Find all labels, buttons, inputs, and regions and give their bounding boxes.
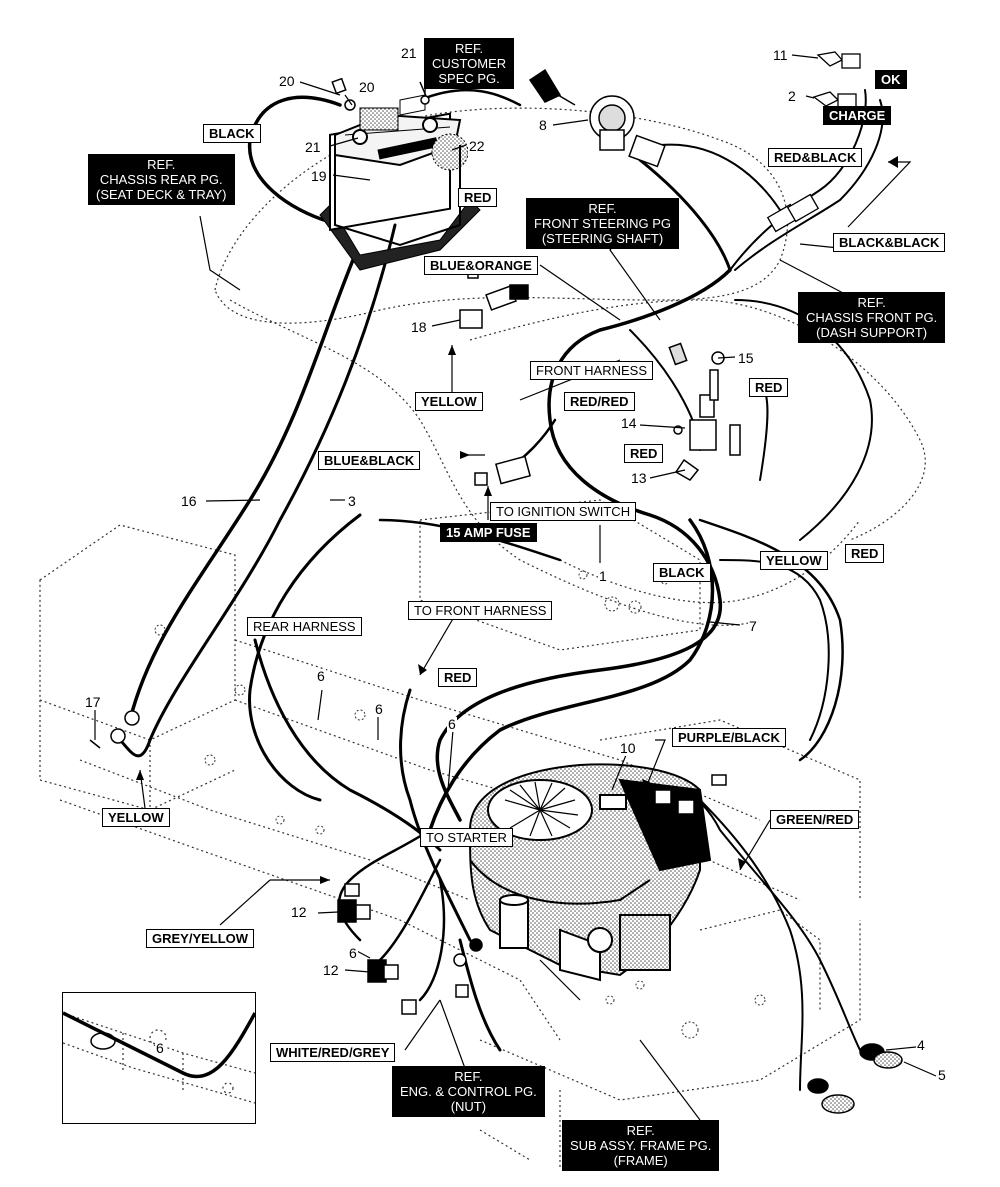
ref-front-steering-line2: FRONT STEERING PG xyxy=(534,216,671,231)
ref-customer-spec-line2: CUSTOMER xyxy=(432,56,507,71)
callout-20a: 20 xyxy=(278,73,296,89)
label-to-ignition: TO IGNITION SWITCH xyxy=(490,502,637,521)
callout-15: 15 xyxy=(737,350,755,366)
label-charge: CHARGE xyxy=(823,106,892,125)
label-ok: OK xyxy=(875,70,907,89)
ref-eng-control-line2: ENG. & CONTROL PG. xyxy=(400,1084,537,1099)
label-red-battery: RED xyxy=(458,188,498,207)
leader-lines xyxy=(94,54,937,1121)
callout-7: 7 xyxy=(748,618,758,634)
inset-drawing xyxy=(63,1011,255,1104)
callout-8: 8 xyxy=(538,117,548,133)
callout-21a: 21 xyxy=(400,45,418,61)
lamp-connectors xyxy=(766,51,861,233)
callout-12a: 12 xyxy=(290,904,308,920)
label-yellow-mid: YELLOW xyxy=(415,392,483,411)
seat-switch xyxy=(459,267,529,329)
ref-sub-assy-line1: REF. xyxy=(626,1123,655,1138)
ref-chassis-rear-line2: CHASSIS REAR PG. xyxy=(99,172,223,187)
ref-chassis-front: REF. CHASSIS FRONT PG. (DASH SUPPORT) xyxy=(798,292,946,343)
label-yellow-right: YELLOW xyxy=(760,551,828,570)
label-to-front-harness: TO FRONT HARNESS xyxy=(408,601,553,620)
label-red-lower: RED xyxy=(438,668,478,687)
callout-16: 16 xyxy=(180,493,198,509)
callout-1: 1 xyxy=(598,568,608,584)
callout-12b: 12 xyxy=(322,962,340,978)
frame-holes xyxy=(154,570,766,1039)
label-red-right: RED xyxy=(845,544,885,563)
battery xyxy=(319,94,481,271)
wires xyxy=(118,88,884,1091)
label-white-red-grey: WHITE/RED/GREY xyxy=(270,1043,396,1062)
callout-10: 10 xyxy=(619,740,637,756)
label-green-red: GREEN/RED xyxy=(770,810,860,829)
callout-20b: 20 xyxy=(358,79,376,95)
ref-front-steering-line3: (STEERING SHAFT) xyxy=(541,231,664,246)
callout-22: 22 xyxy=(468,138,486,154)
ref-sub-assy: REF. SUB ASSY. FRAME PG. (FRAME) xyxy=(562,1120,720,1171)
interlock-switches xyxy=(807,1043,903,1114)
battery-bolts xyxy=(331,77,430,111)
inset-detail: 6 xyxy=(62,992,256,1124)
label-red-red: RED/RED xyxy=(564,392,635,411)
ref-chassis-rear-line1: REF. xyxy=(147,157,176,172)
label-red-15: RED xyxy=(749,378,789,397)
label-front-harness: FRONT HARNESS xyxy=(530,361,653,380)
label-black-battery: BLACK xyxy=(203,124,261,143)
label-black-black: BLACK&BLACK xyxy=(833,233,946,252)
left-plugs xyxy=(337,883,483,1015)
ref-sub-assy-line2: SUB ASSY. FRAME PG. xyxy=(570,1138,712,1153)
ref-sub-assy-line3: (FRAME) xyxy=(613,1153,668,1168)
ref-customer-spec: REF. CUSTOMER SPEC PG. xyxy=(424,38,515,89)
ref-chassis-rear: REF. CHASSIS REAR PG. (SEAT DECK & TRAY) xyxy=(88,154,235,205)
ref-customer-spec-line1: REF. xyxy=(454,41,484,56)
ref-eng-control: REF. ENG. & CONTROL PG. (NUT) xyxy=(392,1066,545,1117)
callout-5: 5 xyxy=(937,1067,947,1083)
callout-21b: 21 xyxy=(304,139,322,155)
label-red-black: RED&BLACK xyxy=(768,148,863,167)
fuse-holder xyxy=(474,455,531,486)
label-yellow-left: YELLOW xyxy=(102,808,170,827)
label-blue-black: BLUE&BLACK xyxy=(318,451,421,470)
engine-connectors xyxy=(654,774,727,815)
label-rear-harness: REAR HARNESS xyxy=(247,617,362,636)
callout-6c: 6 xyxy=(447,716,457,732)
callout-3: 3 xyxy=(347,493,357,509)
callout-18: 18 xyxy=(410,319,428,335)
label-fuse: 15 AMP FUSE xyxy=(440,523,537,542)
label-purple-black: PURPLE/BLACK xyxy=(672,728,786,747)
label-grey-yellow: GREY/YELLOW xyxy=(146,929,255,948)
arrowheads xyxy=(136,156,898,884)
label-black-mid: BLACK xyxy=(653,563,711,582)
label-red-13: RED xyxy=(624,444,664,463)
ref-chassis-rear-line3: (SEAT DECK & TRAY) xyxy=(96,187,227,202)
callout-19: 19 xyxy=(310,168,328,184)
ref-chassis-front-line1: REF. xyxy=(857,295,886,310)
label-blue-orange: BLUE&ORANGE xyxy=(424,256,538,275)
callout-4: 4 xyxy=(916,1037,926,1053)
callout-17: 17 xyxy=(84,694,102,710)
ref-customer-spec-line3: SPEC PG. xyxy=(438,71,500,86)
callout-14: 14 xyxy=(620,415,638,431)
callout-2: 2 xyxy=(787,88,797,104)
ref-eng-control-line3: (NUT) xyxy=(450,1099,487,1114)
callout-6b: 6 xyxy=(374,701,384,717)
callout-6d: 6 xyxy=(348,945,358,961)
callout-13: 13 xyxy=(630,470,648,486)
ref-front-steering: REF. FRONT STEERING PG (STEERING SHAFT) xyxy=(526,198,679,249)
ref-front-steering-line1: REF. xyxy=(588,201,617,216)
label-to-starter: TO STARTER xyxy=(420,828,513,847)
callout-6a: 6 xyxy=(316,668,326,684)
callout-11: 11 xyxy=(772,47,789,63)
ref-eng-control-line1: REF. xyxy=(454,1069,483,1084)
ref-chassis-front-line3: (DASH SUPPORT) xyxy=(816,325,928,340)
ground-bolt xyxy=(89,710,140,749)
callout-6-inset: 6 xyxy=(155,1040,165,1056)
engine xyxy=(468,763,712,982)
ref-chassis-front-line2: CHASSIS FRONT PG. xyxy=(806,310,938,325)
ignition-switch xyxy=(528,68,666,168)
relay-assembly xyxy=(668,342,741,481)
